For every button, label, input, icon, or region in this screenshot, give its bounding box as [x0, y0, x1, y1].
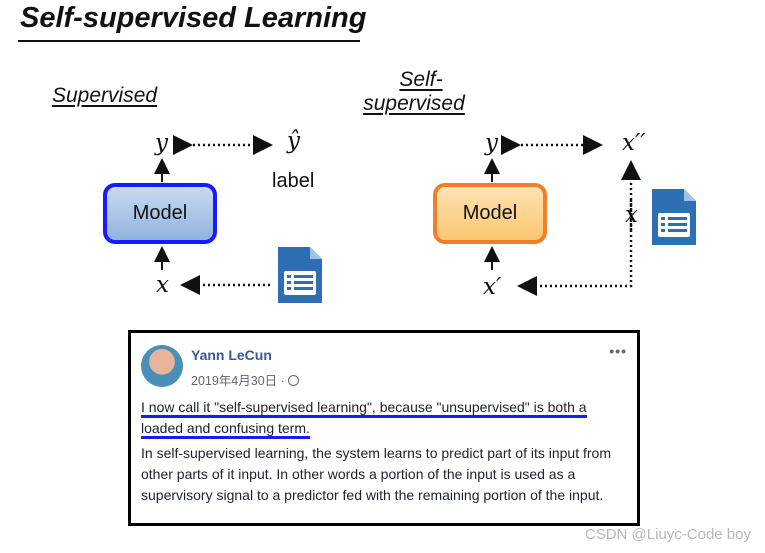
post-quote: I now call it "self-supervised learning"… — [141, 397, 631, 439]
supervised-y-hat: ŷ — [287, 128, 300, 154]
self-model-label: Model — [462, 202, 518, 224]
more-options-icon[interactable]: ••• — [609, 343, 627, 359]
document-icon — [652, 189, 696, 245]
post-quote-text: I now call it "self-supervised learning"… — [141, 399, 587, 439]
self-y: y — [485, 130, 498, 156]
globe-icon — [288, 375, 300, 386]
self-supervised-label: Self- supervised — [362, 68, 466, 116]
supervised-model-label: Model — [132, 202, 188, 224]
supervised-label: Supervised — [52, 84, 158, 107]
supervised-model-box: Model — [103, 183, 217, 244]
watermark: CSDN @Liuyc-Code boy — [584, 526, 751, 543]
page-title: Self-supervised Learning — [20, 2, 367, 34]
document-icon — [278, 247, 322, 303]
self-x-prime: x′ — [483, 274, 502, 300]
diagram-arrows — [154, 135, 641, 296]
self-x-double-prime: x′′ — [622, 130, 646, 156]
self-supervised-label-line2: supervised — [363, 92, 465, 116]
supervised-y: y — [155, 130, 168, 156]
post-card: Yann LeCun 2019年4月30日 · ••• I now call i… — [128, 330, 640, 526]
self-x-to-xprime-dotted-arrow — [517, 200, 633, 296]
post-date-text: 2019年4月30日 · — [191, 374, 289, 388]
self-model-box: Model — [433, 183, 547, 244]
title-underline — [18, 40, 360, 42]
post-date[interactable]: 2019年4月30日 · — [191, 370, 300, 389]
supervised-label-text: label — [272, 170, 315, 192]
avatar[interactable] — [141, 345, 183, 387]
post-author[interactable]: Yann LeCun — [191, 347, 272, 363]
post-body: In self-supervised learning, the system … — [141, 445, 611, 503]
self-supervised-label-line1: Self- — [399, 68, 443, 91]
supervised-x: x — [156, 272, 169, 298]
